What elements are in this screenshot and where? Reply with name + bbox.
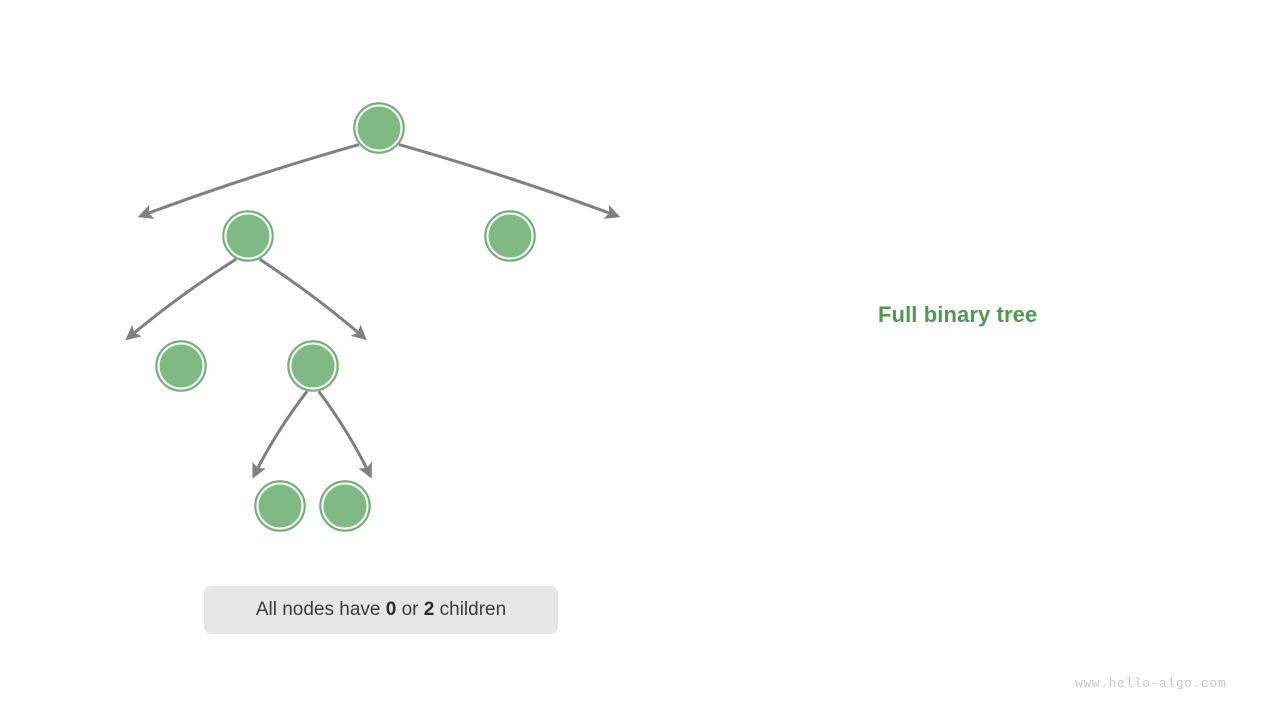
tree-edge bbox=[137, 143, 360, 219]
caption-part-1: All nodes have bbox=[255, 599, 386, 620]
node-inner-ring bbox=[256, 482, 304, 530]
node-fill-circle bbox=[160, 345, 202, 387]
tree-edge-layer bbox=[125, 143, 621, 479]
caption-badge: All nodes have 0 or 2 children bbox=[204, 586, 558, 634]
caption-part-2: or bbox=[396, 599, 424, 620]
node-inner-ring bbox=[355, 104, 403, 152]
tree-node[interactable] bbox=[287, 340, 339, 392]
node-fill-circle bbox=[227, 215, 269, 257]
node-fill-circle bbox=[489, 215, 531, 257]
caption-part-3: children bbox=[434, 599, 507, 620]
node-inner-ring bbox=[157, 342, 205, 390]
node-fill-circle bbox=[292, 345, 334, 387]
tree-node[interactable] bbox=[254, 480, 306, 532]
node-fill-circle bbox=[358, 107, 400, 149]
tree-node[interactable] bbox=[353, 102, 405, 154]
tree-node-layer bbox=[155, 102, 536, 532]
node-inner-ring bbox=[289, 342, 337, 390]
tree-edge bbox=[258, 257, 367, 341]
caption-bold-0: 0 bbox=[385, 599, 397, 620]
node-inner-ring bbox=[224, 212, 272, 260]
node-inner-ring bbox=[486, 212, 534, 260]
site-watermark: www.hello-algo.com bbox=[1075, 676, 1227, 691]
tree-node[interactable] bbox=[155, 340, 207, 392]
tree-edge bbox=[252, 390, 309, 479]
node-inner-ring bbox=[321, 482, 369, 530]
tree-node[interactable] bbox=[222, 210, 274, 262]
tree-edge bbox=[317, 390, 372, 479]
tree-node[interactable] bbox=[484, 210, 536, 262]
node-fill-circle bbox=[324, 485, 366, 527]
tree-edge bbox=[125, 257, 237, 341]
caption-bold-2: 2 bbox=[423, 599, 435, 620]
node-fill-circle bbox=[259, 485, 301, 527]
caption-text: All nodes have 0 or 2 children bbox=[256, 599, 506, 621]
tree-edge bbox=[398, 143, 621, 219]
page-title: Full binary tree bbox=[878, 302, 1038, 327]
tree-node[interactable] bbox=[319, 480, 371, 532]
